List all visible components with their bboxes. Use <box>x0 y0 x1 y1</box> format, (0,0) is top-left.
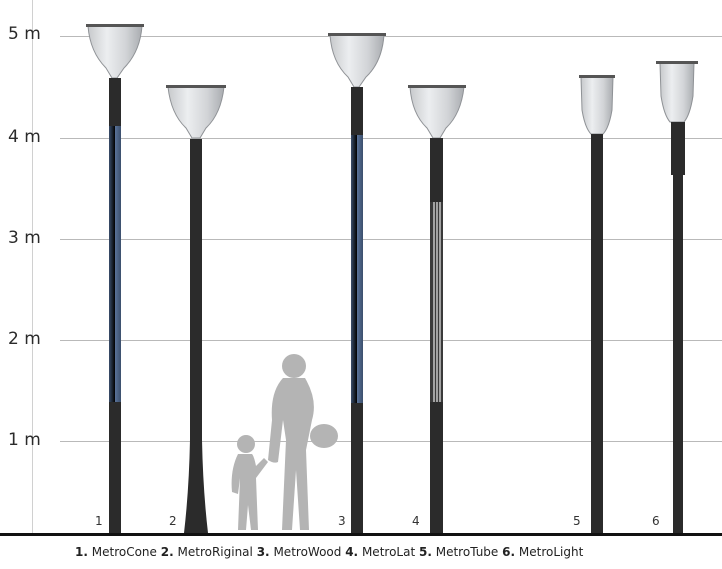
gridline-4m <box>60 138 722 139</box>
legend-name-3: MetroWood <box>273 545 342 559</box>
gridline-5m <box>60 36 722 37</box>
axis-label-3m: 3 m <box>8 228 41 248</box>
axis-label-1m: 1 m <box>8 430 41 450</box>
legend: 1. MetroCone 2. MetroRiginal 3. MetroWoo… <box>75 545 583 559</box>
pole-3-metrowood <box>328 33 386 533</box>
pole-number-5: 5 <box>573 514 581 528</box>
pole-4-metrolat <box>408 85 466 533</box>
legend-name-1: MetroCone <box>91 545 157 559</box>
gridline-3m <box>60 239 722 240</box>
axis-label-2m: 2 m <box>8 329 41 349</box>
pole-number-1: 1 <box>95 514 103 528</box>
axis-label-4m: 4 m <box>8 127 41 147</box>
vertical-axis-line <box>32 0 33 533</box>
legend-name-4: MetroLat <box>361 545 416 559</box>
ground-line <box>0 533 722 536</box>
pole-5-metrotube <box>579 75 615 533</box>
pole-number-3: 3 <box>338 514 346 528</box>
pole-number-6: 6 <box>652 514 660 528</box>
legend-num-2: 2. <box>160 545 174 559</box>
pole-2-metroriginal <box>166 85 226 533</box>
pole-1-metrocone <box>86 24 144 533</box>
legend-num-5: 5. <box>418 545 432 559</box>
legend-name-2: MetroRiginal <box>177 545 253 559</box>
pole-number-4: 4 <box>412 514 420 528</box>
gridline-2m <box>60 340 722 341</box>
legend-num-1: 1. <box>75 545 88 559</box>
legend-name-5: MetroTube <box>435 545 499 559</box>
pole-number-2: 2 <box>169 514 177 528</box>
pole-6-metrolight <box>656 61 698 533</box>
legend-num-3: 3. <box>256 545 270 559</box>
gridline-1m <box>60 441 722 442</box>
legend-name-6: MetroLight <box>518 545 584 559</box>
legend-num-4: 4. <box>345 545 359 559</box>
axis-label-5m: 5 m <box>8 24 41 44</box>
legend-num-6: 6. <box>502 545 516 559</box>
human-silhouettes <box>231 354 338 530</box>
